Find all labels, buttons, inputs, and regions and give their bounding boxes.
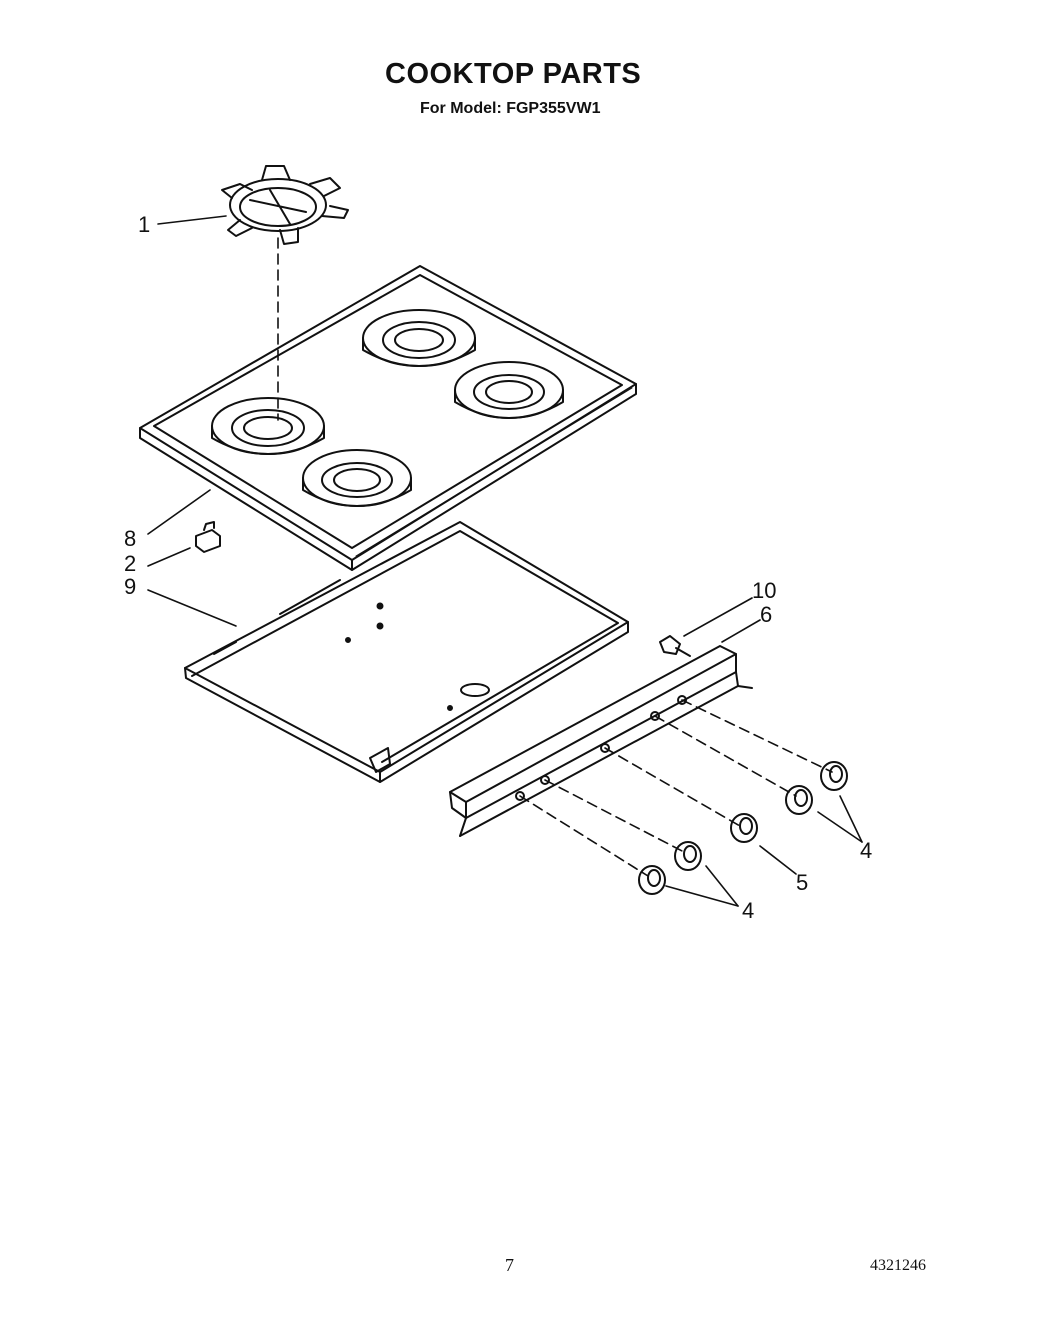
burner-grate [221,165,349,245]
model-subtitle: For Model: FGP355VW1 [420,100,601,117]
callout-4-lower: 4 [742,898,754,923]
callout-1: 1 [138,212,150,237]
callout-10: 10 [752,578,776,603]
callout-4-upper: 4 [860,838,872,863]
cooktop-main-top [139,265,637,571]
clip-part [195,521,221,553]
control-knob-1 [638,865,666,895]
burner-bowl-right-rear [362,309,476,367]
control-knob-4 [785,785,813,815]
page-number: 7 [505,1255,514,1275]
burner-bowl-right-front [454,361,564,419]
manifold-panel [449,645,753,837]
callout-9: 9 [124,574,136,599]
cooktop-underside-pan [184,521,629,783]
control-knob-2 [674,841,702,871]
igniter-switch [659,635,691,657]
document-number: 4321246 [870,1257,926,1274]
control-knob-5 [820,761,848,791]
control-knob-3 [730,813,758,843]
callout-5: 5 [796,870,808,895]
callout-6: 6 [760,602,772,627]
leader-lines [147,215,863,907]
callout-2: 2 [124,551,136,576]
page-title: COOKTOP PARTS [385,58,642,90]
burner-bowl-left-rear [211,397,325,455]
callout-8: 8 [124,526,136,551]
burner-bowl-left-front [302,449,412,507]
knob-alignment-lines [519,699,833,877]
